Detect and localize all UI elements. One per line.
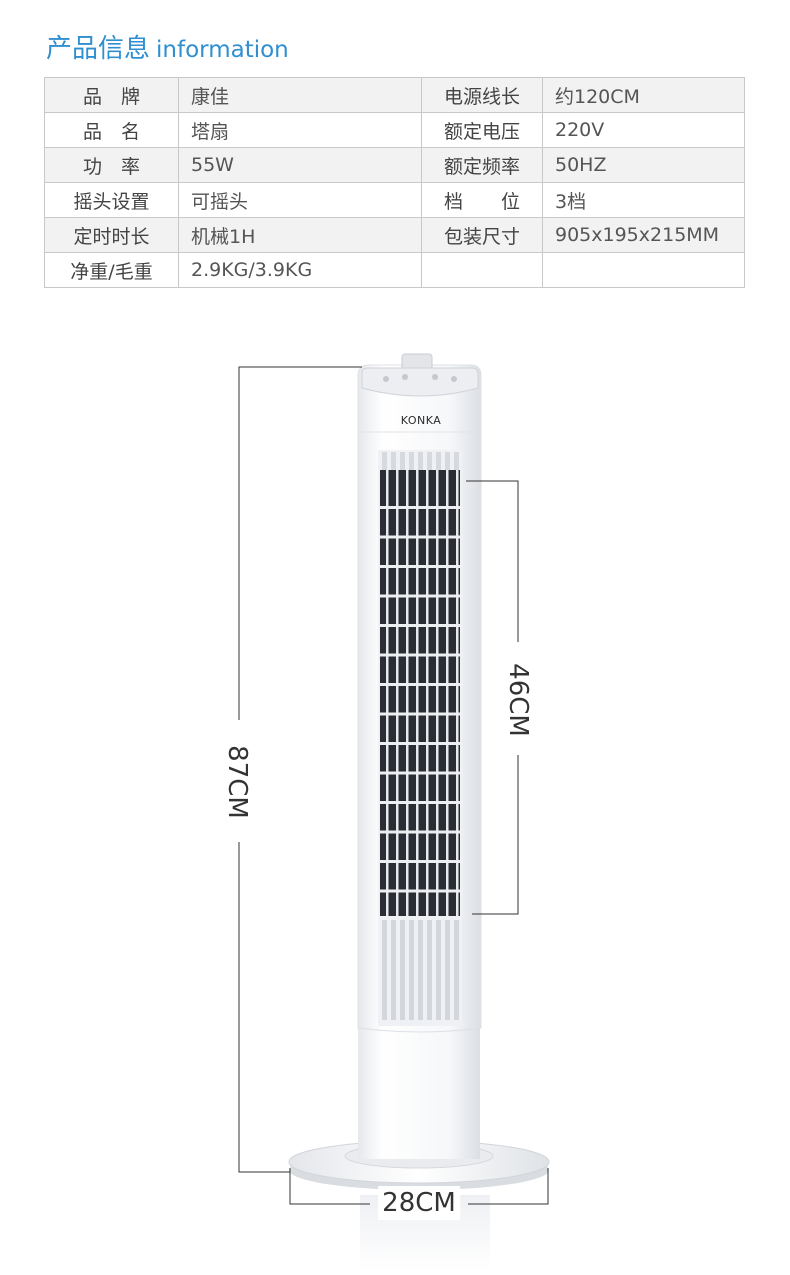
grille-vertical-bar (446, 470, 449, 916)
table-row: 定时时长 机械1H 包装尺寸 905x195x215MM (44, 217, 745, 253)
grille-top-vents (382, 452, 459, 470)
spec-value: 905x195x215MM (542, 217, 745, 253)
vent-slat (436, 452, 441, 470)
spec-label (421, 252, 543, 288)
spec-label: 摇头设置 (44, 182, 179, 218)
spec-label: 额定电压 (421, 112, 543, 148)
vent-slat (409, 452, 414, 470)
grille-horizontal-bar (380, 712, 460, 716)
vent-slat (391, 452, 396, 470)
control-button (383, 376, 389, 382)
grille-horizontal-bar (380, 860, 460, 863)
spec-label: 额定频率 (421, 147, 543, 183)
height-label: 87CM (220, 741, 254, 823)
grille-dimension (466, 480, 519, 915)
spec-value: 55W (178, 147, 422, 183)
tower-fan-drawing: KONKA (238, 353, 550, 1271)
grille-vertical-bar (426, 470, 429, 916)
spec-label: 电源线长 (421, 77, 543, 113)
spec-value: 约120CM (542, 77, 745, 113)
vent-slat (454, 452, 459, 470)
section-title-cn: 产品信息 (46, 34, 151, 64)
vent-slat (427, 452, 432, 470)
control-button (402, 374, 408, 380)
product-illustration: KONKA 87CM 46CM 28CM (0, 330, 790, 1271)
control-panel (361, 367, 479, 397)
grille-horizontal-bar (380, 565, 460, 568)
grille-vertical-bar (416, 470, 419, 916)
vent-slat (436, 920, 441, 1020)
spec-label: 包装尺寸 (421, 217, 543, 253)
vent-slat (427, 920, 432, 1020)
vent-slat (418, 920, 423, 1020)
grille-horizontal-bar (380, 771, 460, 775)
grille-horizontal-bar (380, 624, 460, 627)
grille-vertical-bar (406, 470, 409, 916)
spec-table: 品 牌 康佳 电源线长 约120CM 品 名 塔扇 额定电压 220V 功 率 … (44, 77, 745, 288)
base-dimension (289, 1168, 549, 1205)
vent-slat (418, 452, 423, 470)
vent-slat (409, 920, 414, 1020)
spec-label: 净重/毛重 (44, 252, 179, 288)
vent-slat (391, 920, 396, 1020)
spec-label: 档 位 (421, 182, 543, 218)
vent-slat (445, 920, 450, 1020)
spec-value (542, 252, 745, 288)
grille-horizontal-bar (380, 742, 460, 745)
grille-vertical-bar (386, 470, 389, 916)
grille-vertical-bars (386, 470, 459, 916)
height-dimension (238, 366, 362, 1173)
grille-horizontal-bar (380, 889, 460, 893)
spec-value: 可摇头 (178, 182, 422, 218)
control-button (451, 376, 457, 382)
spec-value: 2.9KG/3.9KG (178, 252, 422, 288)
grille-horizontal-bar (380, 653, 460, 657)
grille-horizontal-bars (380, 506, 460, 893)
section-title-en: information (156, 37, 289, 63)
spec-label: 品 牌 (44, 77, 179, 113)
grille-horizontal-bar (380, 683, 460, 686)
control-button (432, 374, 438, 380)
grille-horizontal-bar (380, 535, 460, 539)
spec-value: 50HZ (542, 147, 745, 183)
vent-slat (445, 452, 450, 470)
grille-bottom-vents (382, 920, 459, 1020)
brand-logo: KONKA (401, 414, 442, 427)
spec-label: 功 率 (44, 147, 179, 183)
grille-horizontal-bar (380, 830, 460, 834)
grille-label: 46CM (501, 659, 535, 741)
spec-value: 机械1H (178, 217, 422, 253)
grille-vertical-bar (396, 470, 399, 916)
spec-label: 品 名 (44, 112, 179, 148)
vent-slat (382, 452, 387, 470)
spec-value: 康佳 (178, 77, 422, 113)
grille-vertical-bar (436, 470, 439, 916)
grille-horizontal-bar (380, 594, 460, 598)
grille-horizontal-bar (380, 801, 460, 804)
spec-value: 220V (542, 112, 745, 148)
vent-slat (382, 920, 387, 1020)
vent-slat (454, 920, 459, 1020)
table-row: 品 名 塔扇 额定电压 220V (44, 112, 745, 148)
grille-vertical-bar (456, 470, 459, 916)
table-row: 摇头设置 可摇头 档 位 3档 (44, 182, 745, 218)
vent-slat (400, 452, 405, 470)
grille-horizontal-bar (380, 506, 460, 509)
table-row: 品 牌 康佳 电源线长 约120CM (44, 77, 745, 113)
fan-lower-column (358, 1025, 480, 1159)
vent-slat (400, 920, 405, 1020)
spec-label: 定时时长 (44, 217, 179, 253)
table-row: 净重/毛重 2.9KG/3.9KG (44, 252, 745, 288)
spec-value: 3档 (542, 182, 745, 218)
base-label: 28CM (378, 1186, 460, 1220)
spec-value: 塔扇 (178, 112, 422, 148)
table-row: 功 率 55W 额定频率 50HZ (44, 147, 745, 183)
